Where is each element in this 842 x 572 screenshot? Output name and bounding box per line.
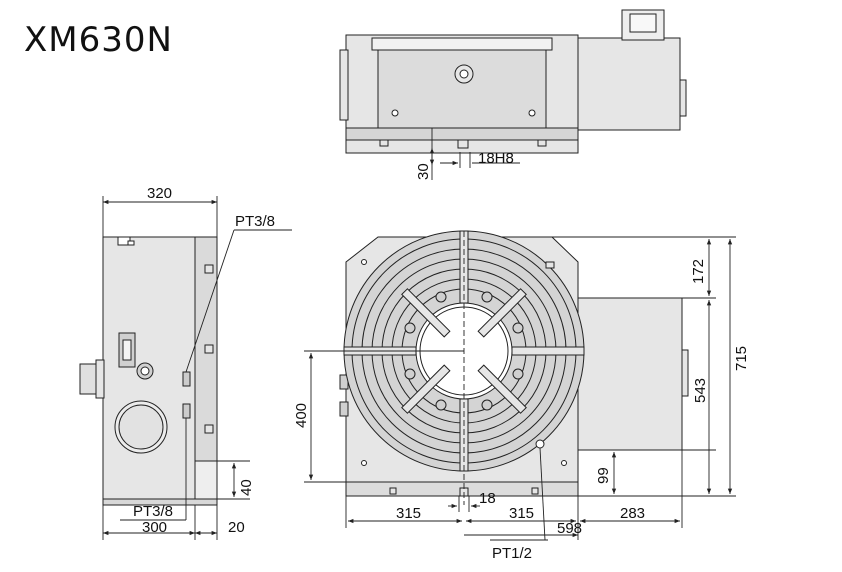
side-view-dimensions	[102, 196, 292, 540]
front-view-motor-housing	[577, 297, 683, 451]
model-title: XM630N	[24, 20, 173, 60]
top-view-motor-housing	[577, 37, 681, 131]
side-view-body	[102, 236, 196, 500]
front-view-bolts	[404, 291, 524, 411]
top-view-table-slot	[371, 37, 553, 51]
label-pt38-bottom: PT3/8	[133, 503, 173, 520]
label-pt38-top: PT3/8	[235, 213, 275, 230]
top-view-dimensions	[429, 128, 520, 180]
dim-front-283: 283	[620, 505, 645, 522]
dim-front-172: 172	[690, 259, 707, 284]
top-view-left-flange	[339, 49, 349, 121]
top-view-face	[377, 49, 547, 129]
dim-front-99: 99	[595, 467, 612, 484]
front-view	[339, 230, 689, 497]
dim-top-18h8: 18H8	[478, 150, 514, 167]
dim-front-315-left: 315	[396, 505, 421, 522]
dim-side-40: 40	[238, 479, 255, 496]
front-view-pt12-port	[535, 439, 545, 449]
front-view-dimensions	[304, 231, 736, 541]
dim-front-400: 400	[293, 403, 310, 428]
side-view-base	[102, 498, 218, 506]
dim-top-30: 30	[415, 163, 432, 180]
side-view	[79, 236, 218, 506]
dim-side-300: 300	[142, 519, 167, 536]
side-view-port-lower	[182, 403, 191, 419]
top-view	[339, 9, 687, 154]
dim-front-598: 598	[557, 520, 582, 537]
dim-side-20: 20	[228, 519, 245, 536]
top-view-base-strip	[345, 127, 579, 141]
dim-front-18: 18	[479, 490, 496, 507]
dim-front-543: 543	[692, 378, 709, 403]
dim-side-320: 320	[147, 185, 172, 202]
side-view-port-upper	[182, 371, 191, 387]
label-pt12: PT1/2	[492, 545, 532, 562]
dim-front-315-right: 315	[509, 505, 534, 522]
dim-front-715: 715	[733, 346, 750, 371]
